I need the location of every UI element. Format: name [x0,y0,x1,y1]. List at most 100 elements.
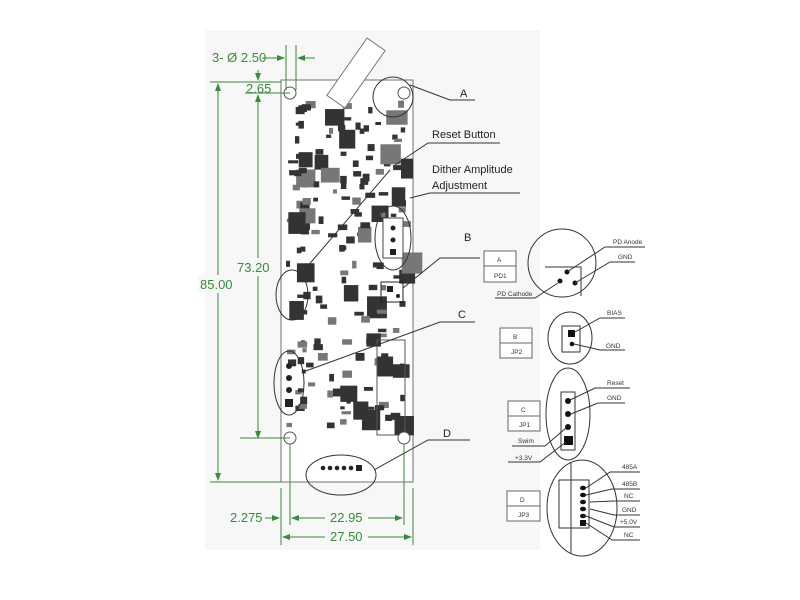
smd-component [340,406,345,410]
smd-component [398,100,404,108]
hole-spacing-horizontal-label: 22.95 [330,510,363,525]
smd-component [312,286,318,291]
detail-a-letter: A [497,257,502,264]
smd-component [362,173,370,182]
smd-component [289,300,304,320]
smd-component [354,212,362,217]
smd-component [325,109,345,126]
dither-pot-circle [374,205,412,271]
smd-component [298,152,313,168]
callout-c-label: C [458,309,466,321]
smd-component [342,370,352,378]
total-height-label: 85.00 [200,277,233,292]
smd-component [294,173,302,177]
smd-component [376,309,387,314]
smd-component [401,158,414,179]
pin-label: GND [622,507,637,514]
smd-component [332,388,342,397]
smd-component [300,246,306,252]
smd-component [306,362,314,368]
smd-component [376,215,381,220]
smd-component [300,396,308,405]
smd-component [368,284,378,291]
smd-component [311,229,320,235]
smd-component [315,295,323,304]
smd-component [337,224,348,231]
smd-component [375,168,384,175]
smd-component [342,103,352,110]
pin-label: GND [606,343,621,350]
smd-component [366,338,373,344]
smd-component [302,180,309,188]
pin-label: +3.3V [515,455,533,462]
smd-component [394,138,403,142]
smd-component [337,124,346,132]
detail-d-name: JP3 [518,512,530,519]
detail-b-name: JP2 [511,349,523,356]
pin-label: Swim [518,438,534,445]
smd-component [367,296,387,319]
smd-component [340,385,358,402]
smd-component [313,197,318,202]
smd-component [294,136,300,144]
smd-component [385,414,393,421]
callout-b-box [380,281,404,303]
smd-component [286,260,291,267]
smd-component [361,316,370,323]
smd-component [342,339,353,345]
smd-component [363,125,369,132]
smd-component [326,422,335,429]
pin-label: 485A [622,464,638,471]
smd-component [399,301,406,307]
detail-b: B JP2 BIAS GND [499,310,625,365]
smd-component [352,260,357,269]
smd-component [378,192,389,196]
smd-component [352,160,359,167]
smd-component [298,403,308,409]
smd-component [343,285,359,302]
smd-component [380,212,386,218]
smd-component [297,388,305,393]
mounting-hole [397,431,411,445]
smd-component [328,233,338,238]
smd-component [374,405,385,411]
smd-component [400,394,406,402]
smd-component [329,373,335,382]
smd-component [341,196,351,200]
pcb-board [280,37,423,483]
smd-component [340,419,347,425]
smd-component [359,128,365,134]
smd-component [313,344,323,351]
smd-component [393,165,402,171]
pin-label: GND [607,395,622,402]
detail-c-name: JP1 [519,422,531,429]
smd-component [300,202,310,209]
smd-component [346,398,351,404]
smd-component [394,416,414,436]
smd-component [327,390,333,398]
smd-component [288,212,306,234]
smd-component [320,304,328,309]
smd-component [390,213,397,217]
smd-component [360,178,369,185]
smd-component [315,149,324,155]
smd-component [340,270,349,276]
smd-component [303,291,311,300]
smd-component [329,127,334,134]
callout-d-circle [305,454,377,496]
reset-button-circle [275,269,309,321]
smd-component [354,311,364,316]
left-offset-label: 2.275 [230,510,263,525]
pin-label: 485B [622,481,637,488]
detail-a-name: PD1 [494,273,507,280]
smd-component [352,197,361,205]
smd-component [301,207,310,214]
smd-component [393,275,401,279]
smd-component [289,170,299,176]
smd-component [327,317,337,325]
detail-d-letter: D [520,497,525,504]
dither-label-1: Dither Amplitude [432,164,513,176]
smd-component [365,192,376,198]
smd-component [353,171,362,177]
